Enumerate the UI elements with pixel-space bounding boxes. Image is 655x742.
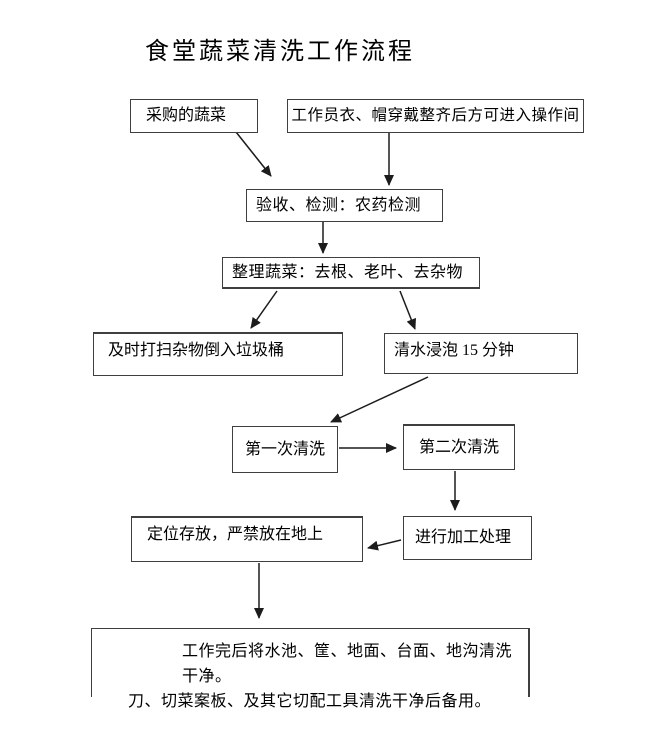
flow-node-processing: 进行加工处理: [403, 516, 532, 560]
flow-node-organize-vegetables: 整理蔬菜：去根、老叶、去杂物: [222, 257, 480, 289]
final-cleaning-line-2: 刀、切菜案板、及其它切配工具清洗干净后备用。: [128, 693, 492, 710]
edge-organize-to-soak: [399, 290, 416, 330]
flow-node-trash-cleanup: 及时打扫杂物倒入垃圾桶: [93, 332, 343, 376]
flow-node-purchased-vegetables: 采购的蔬菜: [130, 99, 258, 133]
flow-node-positioned-storage: 定位存放，严禁放在地上: [131, 516, 363, 562]
edge-soak-to-first-wash: [330, 376, 429, 423]
page-title: 食堂蔬菜清洗工作流程: [145, 39, 415, 65]
flow-node-staff-dress-rule: 工作员衣、帽穿戴整齐后方可进入操作间: [287, 99, 584, 133]
flow-node-second-wash: 第二次清洗: [403, 424, 515, 470]
flow-node-water-soak: 清水浸泡 15 分钟: [384, 333, 578, 374]
edge-purchased-to-inspection: [235, 131, 272, 177]
flow-node-final-cleaning: 工作完后将水池、筐、地面、台面、地沟清洗干净。 刀、切菜案板、及其它切配工具清洗…: [91, 628, 530, 710]
flow-node-first-wash: 第一次清洗: [232, 426, 338, 473]
flow-node-inspection: 验收、检测：农药检测: [246, 189, 443, 222]
final-cleaning-line-1: 工作完后将水池、筐、地面、台面、地沟清洗干净。: [182, 643, 513, 685]
edge-organize-to-cleanup: [250, 290, 278, 329]
edge-processing-to-storage: [367, 539, 402, 551]
